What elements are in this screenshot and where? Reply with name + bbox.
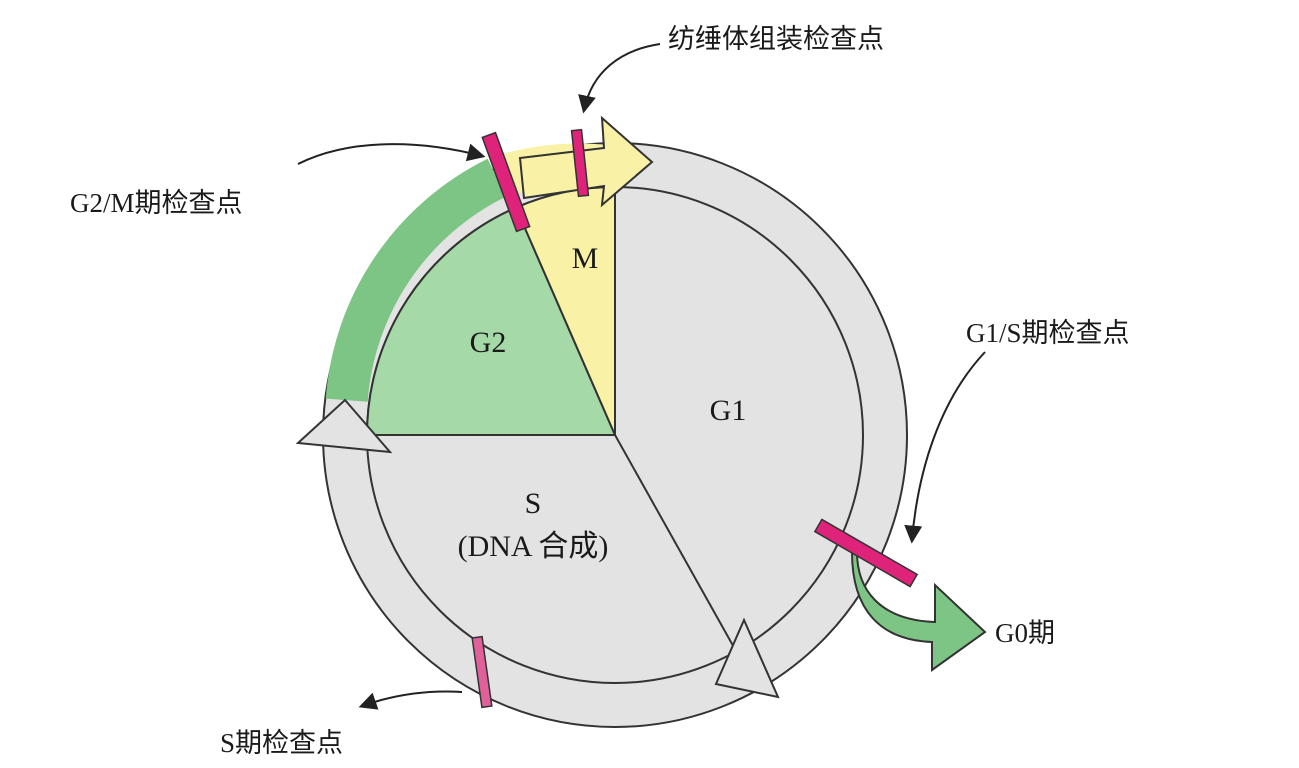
spindle-pointer xyxy=(578,43,661,114)
g2m-checkpoint-label: G2/M期检查点 xyxy=(70,188,243,218)
g2m-pointer xyxy=(297,143,486,165)
s-checkpoint-label: S期检查点 xyxy=(220,728,343,758)
s-pointer xyxy=(358,690,463,710)
g1-label: G1 xyxy=(710,394,747,427)
s-checkpoint-bar xyxy=(471,635,493,709)
m-label: M xyxy=(572,242,599,275)
g1s-checkpoint-label: G1/S期检查点 xyxy=(966,318,1130,348)
g0-arrow xyxy=(850,551,987,672)
g2-label: G2 xyxy=(470,326,507,359)
s-arrow-head xyxy=(295,398,393,454)
s-label: S xyxy=(525,487,542,520)
g2m-checkpoint-bar xyxy=(481,131,531,233)
s-sublabel: (DNA 合成) xyxy=(458,530,609,563)
divider-g1-s xyxy=(614,434,737,652)
spindle-checkpoint-label: 纺缍体组装检查点 xyxy=(668,24,884,54)
g2-sector xyxy=(365,206,617,436)
g1s-pointer xyxy=(904,351,986,544)
g1-arrow-head xyxy=(714,617,780,699)
g2-band xyxy=(325,158,507,402)
g0-label: G0期 xyxy=(995,618,1055,648)
m-arrow xyxy=(518,115,654,208)
spindle-checkpoint-bar xyxy=(570,128,590,198)
g1s-checkpoint-bar xyxy=(813,518,919,588)
